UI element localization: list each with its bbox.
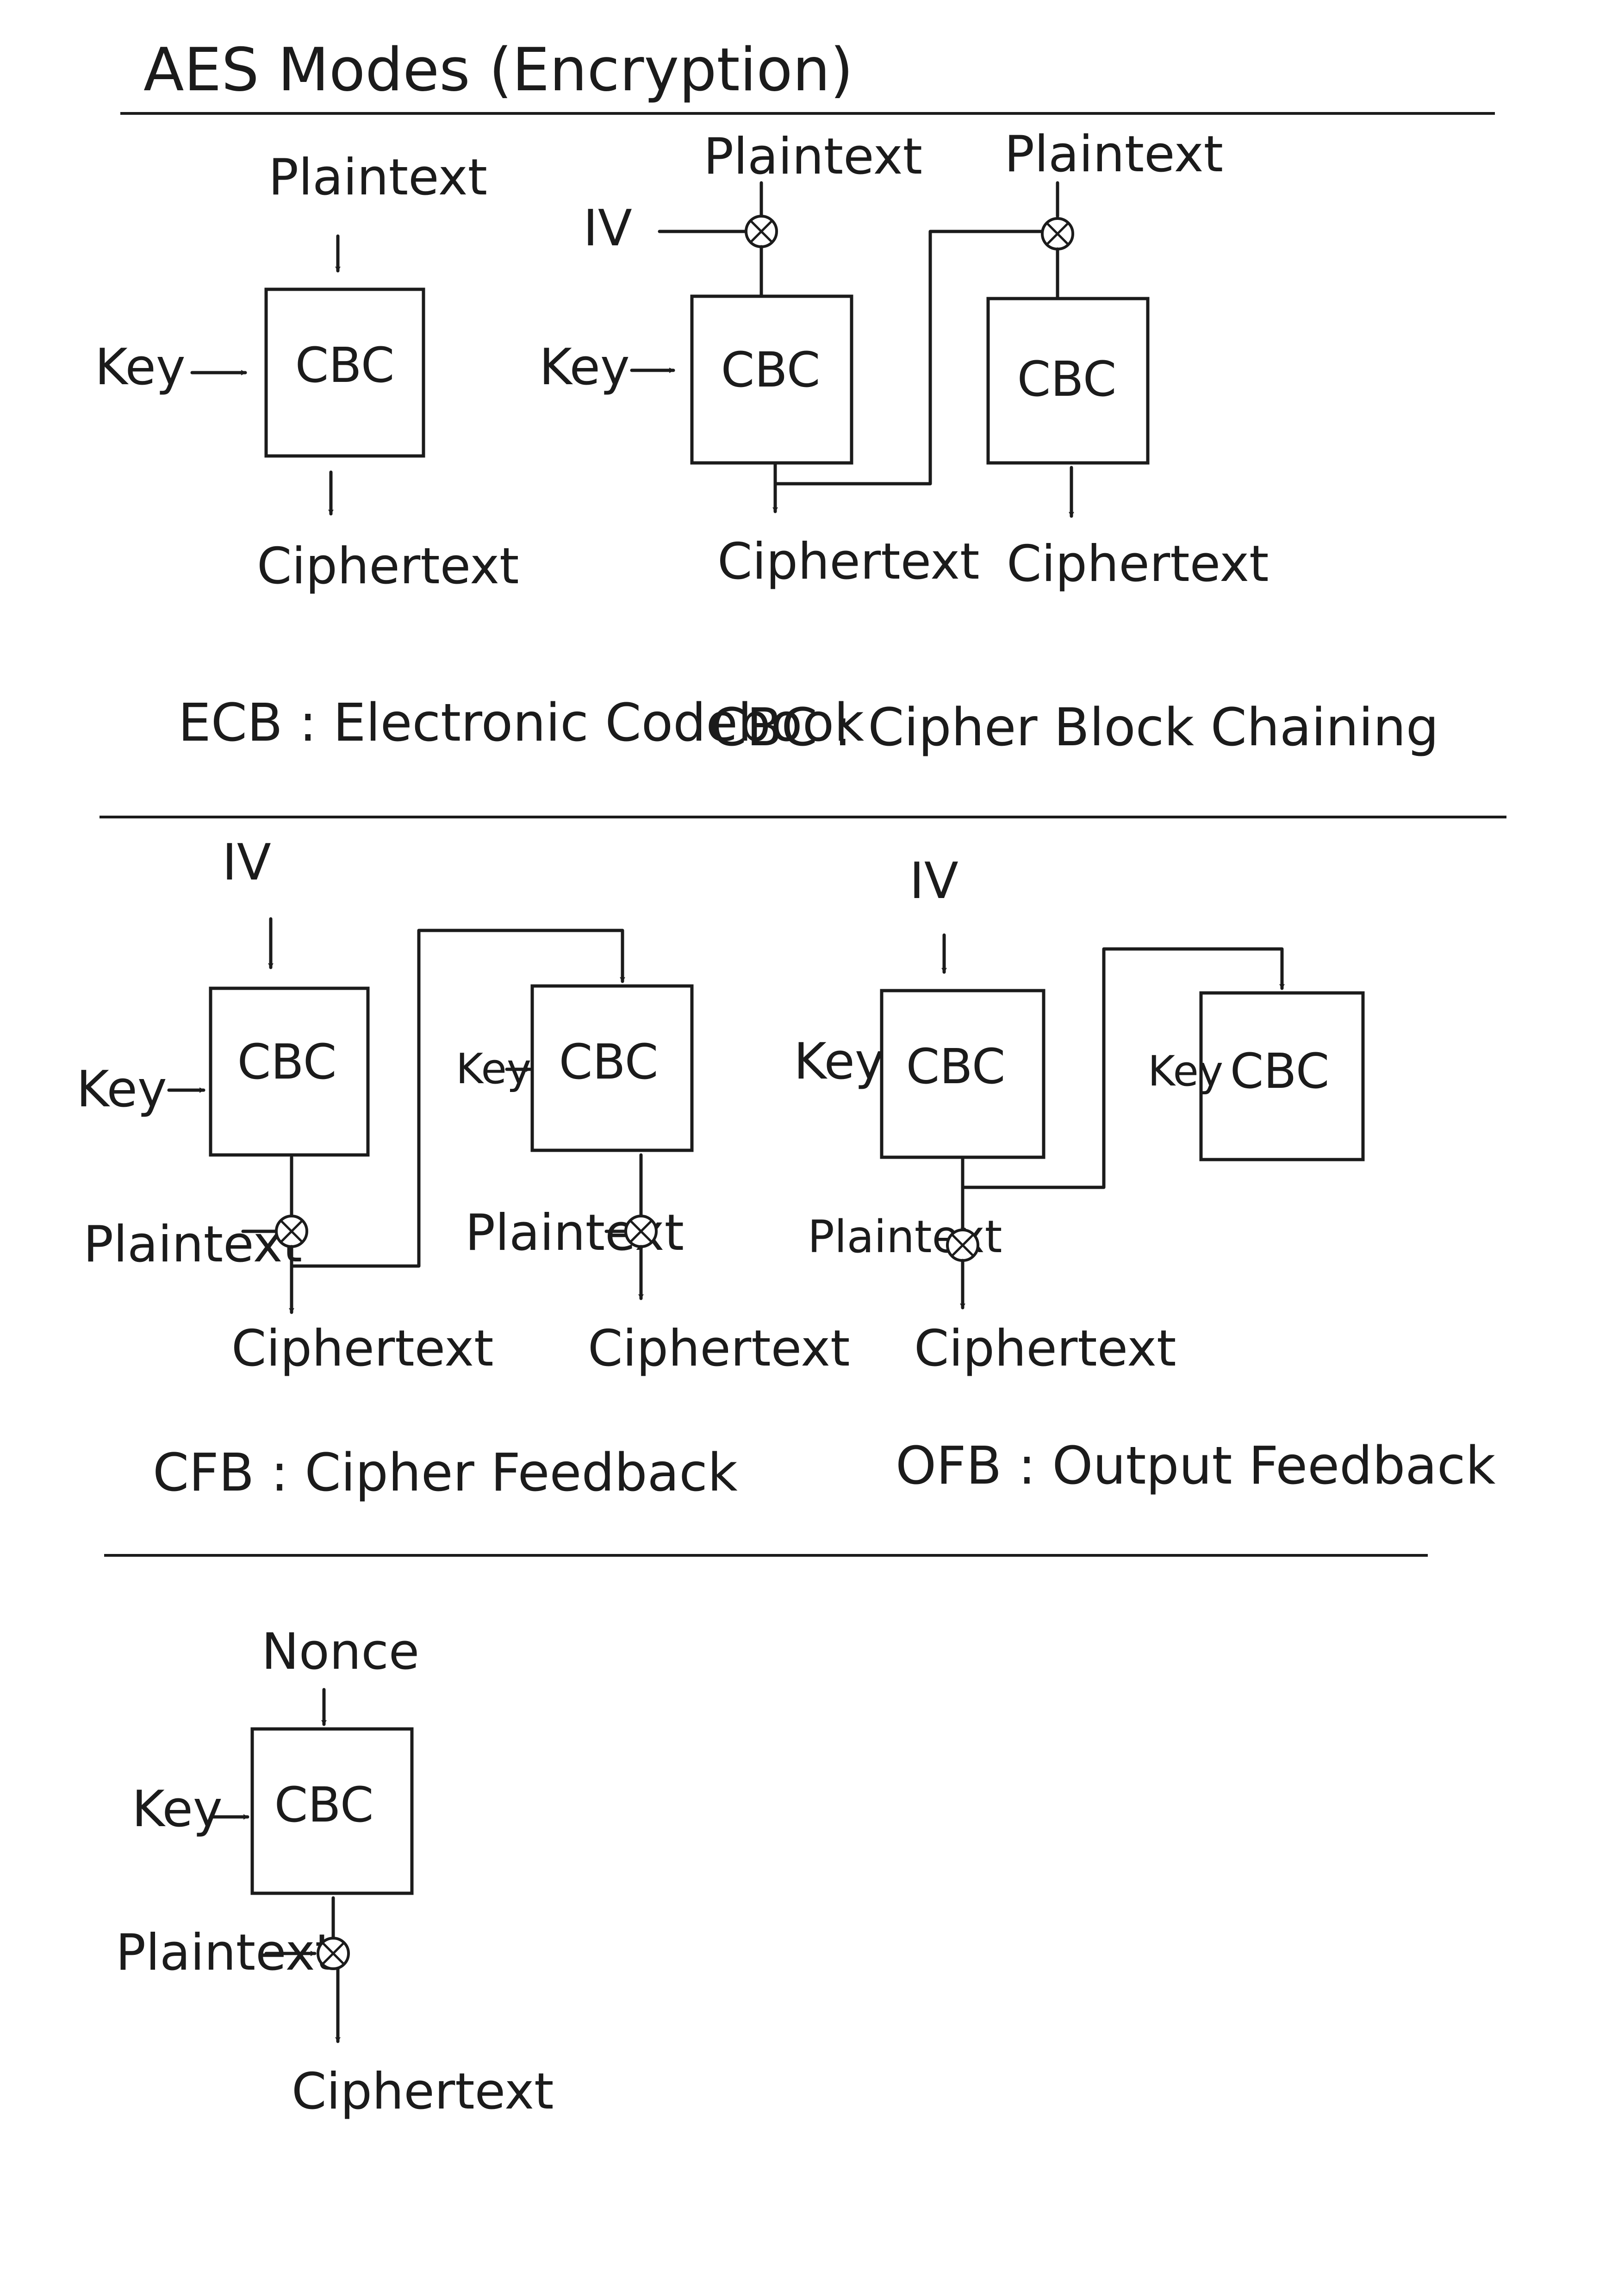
ecb-diagram: Plaintext CBC Key Ciphertext ECB : Elect… — [95, 149, 864, 753]
ctr-ciphertext-label: Ciphertext — [292, 2063, 554, 2121]
cfb-ciphertext-1-label: Ciphertext — [231, 1320, 493, 1378]
cbc-ciphertext-1-label: Ciphertext — [717, 533, 979, 591]
ecb-plaintext-label: Plaintext — [268, 149, 487, 206]
cfb-cipher-block-2 — [530, 984, 694, 1152]
cbc-iv-label: IV — [583, 200, 632, 257]
cbc-plaintext-1-label: Plaintext — [703, 128, 922, 186]
cbc-xor-1-icon — [745, 215, 778, 248]
ofb-iv-label: IV — [909, 852, 958, 910]
ecb-cipher-block — [264, 287, 425, 458]
ecb-ciphertext-label: Ciphertext — [257, 537, 519, 595]
ofb-key-1-label: Key — [794, 1033, 884, 1091]
cbc-xor-2-icon — [1041, 217, 1074, 250]
ofb-block-2-label: CBC — [1230, 1043, 1330, 1099]
cbc-key-label: Key — [539, 338, 630, 396]
cbc-chain-line — [773, 230, 1043, 486]
cbc-ciphertext-2-label: Ciphertext — [1007, 535, 1269, 593]
ofb-diagram: IV CBC Key CBC Key Plaintext Ciphertext … — [794, 852, 1496, 1496]
cfb-feedback-line — [290, 929, 625, 1268]
cbc-cipher-block-1 — [690, 294, 853, 465]
ctr-diagram: Nonce CBC Key Plaintext Ciphertext — [116, 1623, 554, 2121]
ctr-key-label: Key — [132, 1780, 223, 1838]
ecb-caption: ECB : Electronic Codebook — [178, 693, 864, 753]
ecb-block-label: CBC — [295, 337, 395, 393]
cbc-block-2-label: CBC — [1017, 351, 1117, 407]
ofb-feedback-line — [961, 947, 1285, 1189]
ctr-nonce-label: Nonce — [261, 1623, 419, 1681]
cfb-cipher-block-1 — [209, 986, 370, 1157]
cbc-diagram: Plaintext Plaintext IV CBC Key CBC Ciphe… — [539, 125, 1439, 758]
ctr-xor-icon — [317, 1937, 350, 1970]
cfb-xor-2-icon — [624, 1215, 658, 1248]
ofb-block-1-label: CBC — [906, 1038, 1006, 1095]
cbc-plaintext-2-label: Plaintext — [1004, 125, 1223, 183]
ofb-ciphertext-label: Ciphertext — [914, 1320, 1176, 1378]
cbc-block-1-label: CBC — [721, 342, 821, 398]
cfb-diagram: IV CBC Key Plaintext CBC Key Plaintext C… — [76, 834, 850, 1503]
ctr-cipher-block — [250, 1727, 414, 1895]
ofb-key-2-label: Key — [1148, 1047, 1223, 1096]
ctr-block-label: CBC — [274, 1777, 374, 1833]
cfb-block-1-label: CBC — [237, 1034, 337, 1090]
cfb-key-1-label: Key — [76, 1061, 167, 1118]
cfb-iv-label: IV — [222, 834, 271, 892]
cbc-caption: CBC : Cipher Block Chaining — [710, 698, 1439, 758]
cbc-cipher-block-2 — [986, 297, 1150, 465]
cfb-xor-1-icon — [275, 1215, 308, 1248]
ofb-xor-icon — [946, 1229, 979, 1262]
ecb-key-label: Key — [95, 338, 186, 396]
ofb-cipher-block-2 — [1199, 991, 1365, 1161]
ofb-caption: OFB : Output Feedback — [896, 1436, 1496, 1496]
cfb-caption: CFB : Cipher Feedback — [153, 1443, 738, 1503]
cfb-plaintext-1-label: Plaintext — [83, 1216, 302, 1273]
cfb-block-2-label: CBC — [559, 1034, 659, 1090]
page-title: AES Modes (Encryption) — [143, 36, 853, 105]
cfb-ciphertext-2-label: Ciphertext — [588, 1320, 850, 1378]
